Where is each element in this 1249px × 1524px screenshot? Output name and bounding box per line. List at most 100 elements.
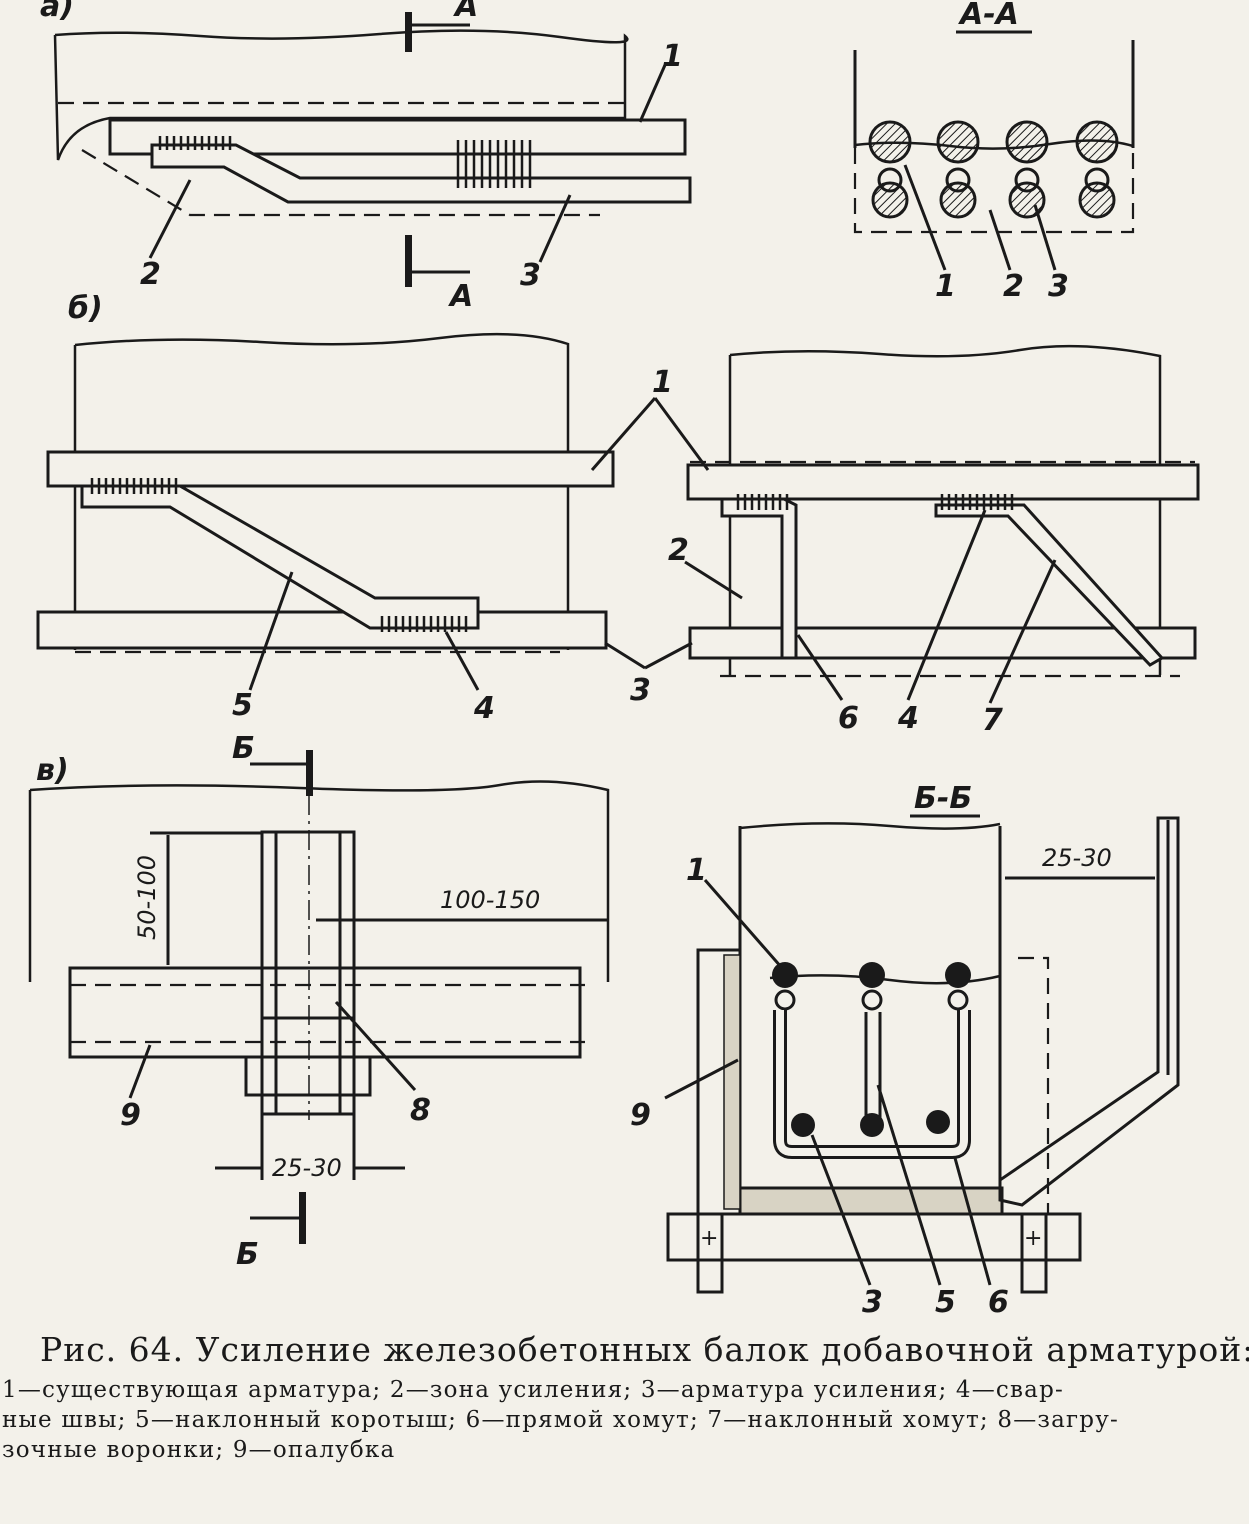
leader-b-7 [988, 559, 1057, 704]
leader-v-9 [128, 1044, 152, 1099]
weld-1a [774, 989, 796, 1011]
leader-a-2 [148, 179, 192, 259]
added-rebar-3 [150, 143, 692, 204]
added-bar-3c [926, 1110, 950, 1134]
formwork-right-post-foot [1020, 1212, 1048, 1294]
section-cut-marker-bottom [405, 235, 412, 287]
bolt-left-icon: + [700, 1226, 718, 1251]
label-aa-3: 3 [1048, 269, 1069, 304]
leader-aa-2 [988, 209, 1012, 271]
leader-bb-3 [810, 1134, 872, 1286]
panel-b: б) [36, 291, 1200, 738]
formwork-bottom-plank [738, 1186, 1004, 1216]
leader-a-3 [538, 194, 572, 263]
label-b-5: 5 [232, 688, 253, 723]
label-bb-5: 5 [935, 1285, 956, 1320]
leader-b-5 [248, 571, 294, 691]
beam-a-reinforcement-zone-outline [81, 149, 600, 217]
label-bb-9: 9 [630, 1098, 651, 1133]
section-b-cut-marker-top [306, 750, 313, 796]
section-cut-marker-top [405, 12, 412, 52]
stirrup-6-inner [776, 1010, 968, 1156]
funnel-collar [244, 1055, 372, 1097]
leader-aa-1 [903, 164, 947, 271]
dim-b-b-width-text: 25-30 [1042, 844, 1112, 872]
label-a-1: 1 [662, 39, 683, 74]
leader-b-3-right [644, 641, 693, 670]
caption-legend: 1—существующая арматура; 2—зона усиления… [2, 1377, 1119, 1463]
section-a-label-top: А [453, 0, 478, 24]
dim-width-text: 25-30 [272, 1154, 342, 1182]
section-b-b: Б-Б + + 25-30 [630, 781, 1180, 1320]
loading-funnel-8 [260, 830, 356, 1116]
label-aa-1: 1 [935, 269, 956, 304]
label-bb-6: 6 [988, 1285, 1009, 1320]
formwork-right-funnel-board [998, 816, 1180, 1207]
section-a-a-bars [868, 120, 1119, 219]
panel-v-label: в) [36, 753, 69, 788]
reinforcement-diagram: а) А А 2 [28, 0, 1200, 1320]
label-b-4-left: 4 [473, 691, 495, 726]
section-b-label-top: Б [232, 731, 255, 766]
section-a-a-title: А-А [958, 0, 1019, 32]
label-b-6: 6 [838, 701, 859, 736]
leader-b-6 [796, 634, 844, 701]
beam-a-left-edge [53, 34, 625, 161]
leader-bb-6 [953, 1157, 992, 1286]
panel-a-label: а) [40, 0, 74, 24]
beam-a-top-edge [54, 29, 629, 120]
label-b-1: 1 [652, 365, 673, 400]
dim-height-text: 50-100 [133, 855, 161, 940]
leader-b-3-left [604, 641, 646, 670]
leader-b-2 [684, 560, 743, 600]
stirrup-5 [864, 1012, 882, 1127]
panel-v: в) Б Б 50-100 100-150 25-30 [28, 731, 610, 1272]
leader-b-1-right [653, 397, 710, 471]
section-a-a-zone-outline [853, 148, 1135, 234]
leader-b-1-left [590, 397, 657, 471]
leader-aa-3 [1033, 204, 1057, 271]
beam-b-left-outline [74, 332, 570, 650]
figure-caption: Рис. 64. Усиление железобетонных балок д… [0, 1330, 1249, 1465]
weld-1c [947, 989, 969, 1011]
added-bar-3a [791, 1113, 815, 1137]
section-a-label-bottom: А [448, 279, 473, 314]
bolt-right-icon: + [1024, 1226, 1042, 1251]
formwork-9-wood-grain [723, 954, 741, 1210]
label-b-7: 7 [982, 703, 1003, 738]
dim-length-text: 100-150 [440, 886, 540, 914]
added-rebar-b-right [688, 626, 1197, 660]
label-b-3: 3 [630, 673, 651, 708]
section-b-b-top-break [739, 822, 1001, 830]
existing-bar-1a [772, 962, 798, 988]
weld-seams-b-right [736, 494, 1014, 510]
section-a-a: А-А 1 2 3 [853, 0, 1135, 304]
panel-a: а) А А 2 [40, 0, 692, 314]
leader-a-1 [638, 64, 667, 123]
leader-b-4-right [906, 509, 987, 701]
label-b-2: 2 [668, 533, 689, 568]
existing-rebar-b-right [686, 463, 1200, 501]
formwork-crossbar [666, 1212, 1082, 1262]
label-bb-1: 1 [686, 853, 707, 888]
label-aa-2: 2 [1003, 269, 1024, 304]
label-a-3: 3 [520, 258, 541, 293]
label-v-8: 8 [410, 1093, 431, 1128]
weld-1b [861, 989, 883, 1011]
formwork-right-hidden-post [1018, 956, 1050, 1214]
existing-bar-1c [945, 962, 971, 988]
label-v-9: 9 [120, 1098, 141, 1133]
weld-seams-b-left [90, 478, 468, 632]
leader-bb-1 [703, 879, 784, 969]
label-a-2: 2 [140, 257, 161, 292]
panel-b-label: б) [68, 291, 103, 326]
section-b-label-bottom: Б [236, 1237, 259, 1272]
leader-bb-5 [876, 1084, 942, 1286]
formwork-9-side [68, 966, 582, 1059]
beam-b-right-outline [729, 344, 1162, 675]
inclined-short-bar-5 [80, 484, 480, 630]
label-b-4-right: 4 [897, 701, 919, 736]
existing-bar-1b [859, 962, 885, 988]
added-rebar-b-left [36, 610, 608, 650]
inclined-stirrup-7 [934, 503, 1165, 667]
